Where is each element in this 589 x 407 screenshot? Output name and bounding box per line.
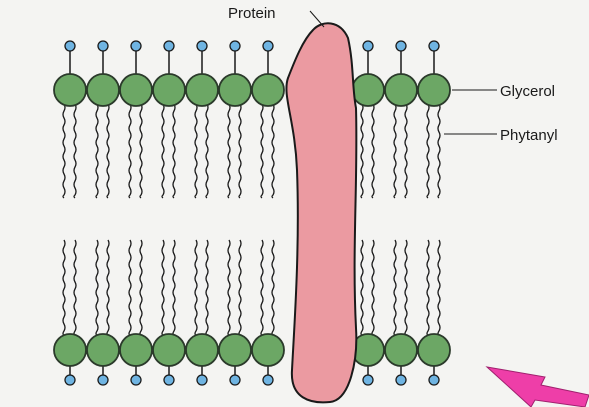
polar-head-bottom	[98, 375, 108, 385]
phytanyl-chain-bottom	[405, 240, 407, 336]
polar-head-bottom	[396, 375, 406, 385]
polar-head-top	[164, 41, 174, 51]
glycerol-bead-bottom	[418, 334, 450, 366]
phytanyl-chain-top	[173, 104, 175, 198]
glycerol-label: Glycerol	[500, 83, 555, 100]
polar-head-top	[197, 41, 207, 51]
glycerol-bead-top	[352, 74, 384, 106]
phytanyl-chain-top	[63, 104, 65, 198]
phytanyl-chain-bottom	[272, 240, 274, 336]
phytanyl-chain-bottom	[195, 240, 197, 336]
phytanyl-chain-bottom	[372, 240, 374, 336]
glycerol-bead-top	[120, 74, 152, 106]
polar-head-top	[65, 41, 75, 51]
phytanyl-chain-bottom	[129, 240, 131, 336]
phytanyl-chain-top	[239, 104, 241, 198]
phytanyl-chain-top	[438, 104, 440, 198]
phytanyl-chain-top	[96, 104, 98, 198]
phytanyl-chain-top	[107, 104, 109, 198]
polar-head-bottom	[263, 375, 273, 385]
phytanyl-chain-bottom	[74, 240, 76, 336]
polar-head-bottom	[65, 375, 75, 385]
glycerol-bead-top	[219, 74, 251, 106]
polar-head-top	[363, 41, 373, 51]
phytanyl-chain-top	[162, 104, 164, 198]
glycerol-bead-bottom	[252, 334, 284, 366]
glycerol-bead-top	[87, 74, 119, 106]
glycerol-bead-top	[418, 74, 450, 106]
polar-head-top	[98, 41, 108, 51]
phytanyl-chain-top	[427, 104, 429, 198]
polar-head-top	[131, 41, 141, 51]
phytanyl-label: Phytanyl	[500, 127, 558, 144]
glycerol-bead-bottom	[385, 334, 417, 366]
glycerol-bead-bottom	[54, 334, 86, 366]
phytanyl-chain-bottom	[438, 240, 440, 336]
polar-head-bottom	[429, 375, 439, 385]
phytanyl-chain-top	[361, 104, 363, 198]
glycerol-bead-top	[54, 74, 86, 106]
phytanyl-chain-bottom	[228, 240, 230, 336]
polar-head-bottom	[164, 375, 174, 385]
glycerol-bead-top	[385, 74, 417, 106]
protein-label: Protein	[228, 5, 276, 22]
polar-head-top	[263, 41, 273, 51]
phytanyl-chain-bottom	[107, 240, 109, 336]
polar-head-top	[230, 41, 240, 51]
lipid-layer-group	[54, 41, 450, 385]
phytanyl-chain-bottom	[63, 240, 65, 336]
protein-leader-line	[310, 11, 324, 27]
glycerol-bead-bottom	[219, 334, 251, 366]
phytanyl-chain-top	[394, 104, 396, 198]
glycerol-bead-bottom	[186, 334, 218, 366]
phytanyl-chain-top	[74, 104, 76, 198]
phytanyl-chain-bottom	[361, 240, 363, 336]
phytanyl-chain-bottom	[239, 240, 241, 336]
phytanyl-chain-top	[195, 104, 197, 198]
polar-head-bottom	[230, 375, 240, 385]
glycerol-bead-bottom	[120, 334, 152, 366]
phytanyl-chain-bottom	[394, 240, 396, 336]
phytanyl-chain-bottom	[162, 240, 164, 336]
phytanyl-chain-bottom	[261, 240, 263, 336]
polar-head-bottom	[363, 375, 373, 385]
polar-head-bottom	[197, 375, 207, 385]
phytanyl-chain-top	[372, 104, 374, 198]
polar-head-top	[396, 41, 406, 51]
pointer-arrow	[487, 367, 589, 407]
phytanyl-chain-bottom	[140, 240, 142, 336]
phytanyl-chain-bottom	[206, 240, 208, 336]
phytanyl-chain-top	[129, 104, 131, 198]
polar-head-bottom	[131, 375, 141, 385]
phytanyl-chain-bottom	[96, 240, 98, 336]
phytanyl-chain-bottom	[427, 240, 429, 336]
phytanyl-chain-bottom	[173, 240, 175, 336]
phytanyl-chain-top	[272, 104, 274, 198]
glycerol-bead-top	[252, 74, 284, 106]
polar-head-top	[429, 41, 439, 51]
glycerol-bead-bottom	[87, 334, 119, 366]
phytanyl-chain-top	[228, 104, 230, 198]
phytanyl-chain-top	[140, 104, 142, 198]
phytanyl-chain-top	[261, 104, 263, 198]
phytanyl-chain-top	[206, 104, 208, 198]
glycerol-bead-top	[153, 74, 185, 106]
glycerol-bead-bottom	[153, 334, 185, 366]
phytanyl-chain-top	[405, 104, 407, 198]
protein-shape	[286, 23, 356, 402]
glycerol-bead-top	[186, 74, 218, 106]
